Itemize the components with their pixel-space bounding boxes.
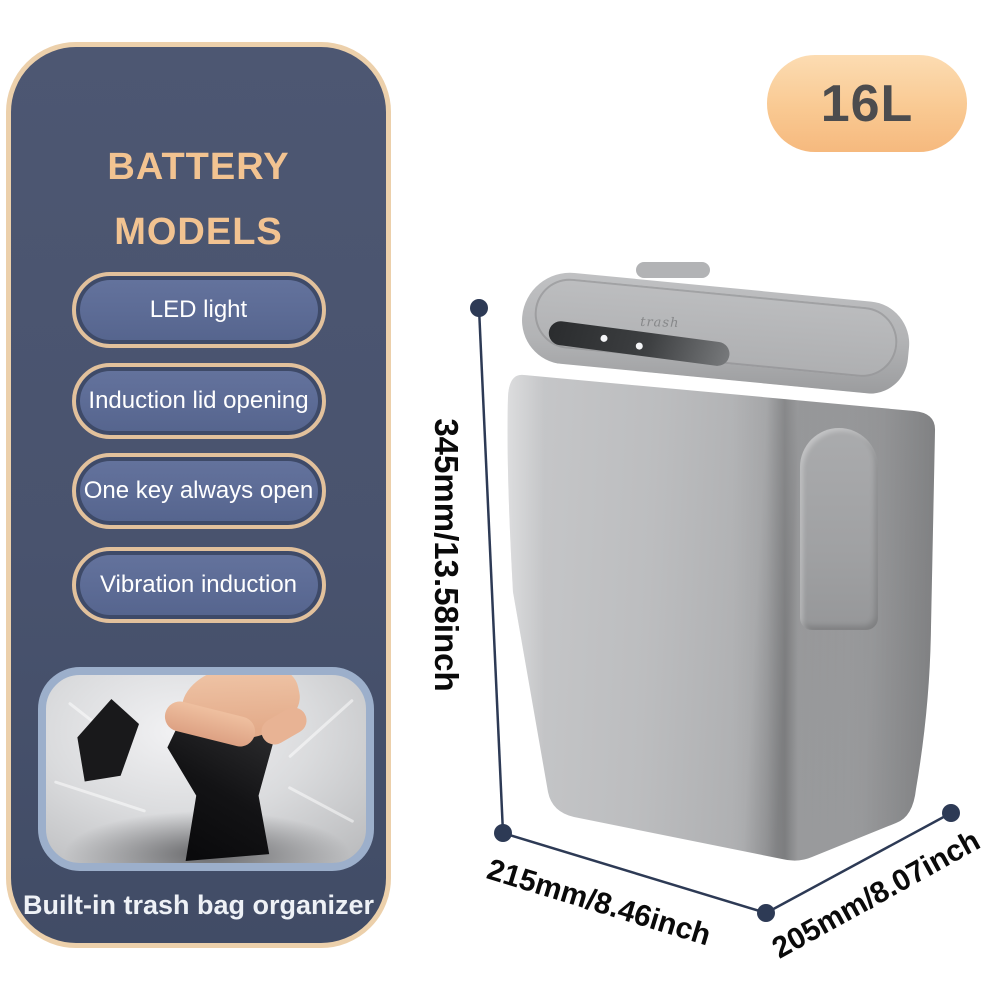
feature-pill-label: LED light — [149, 296, 248, 323]
width-dimension-label: 215mm/8.46inch — [483, 852, 715, 953]
height-dimension-line — [477, 307, 505, 834]
photo-highlight-streak — [53, 780, 147, 813]
panel-title-line2: MODELS — [114, 211, 283, 253]
lid-hinge — [636, 262, 710, 278]
motion-sensor — [547, 319, 731, 368]
panel-title: BATTERY MODELS — [11, 135, 386, 265]
feature-pill-led-light: LED light — [71, 272, 326, 348]
photo-caption: Built-in trash bag organizer — [22, 890, 375, 920]
battery-models-panel: BATTERY MODELS LED light Induction lid o… — [6, 42, 391, 948]
lid-flap — [531, 275, 901, 381]
capacity-badge: 16L — [767, 55, 967, 152]
side-recess-handle — [800, 428, 878, 630]
feature-pill-one-key: One key always open — [71, 453, 326, 529]
photo-highlight-streak — [287, 785, 355, 824]
feature-pill-label: One key always open — [83, 477, 314, 504]
dimension-endpoint-dot — [494, 824, 512, 842]
sensor-led-icon — [635, 342, 644, 351]
dimension-endpoint-dot — [470, 299, 488, 317]
lid-body-separator — [499, 358, 959, 418]
lid-brand-logo: trash — [640, 314, 680, 331]
dimension-endpoint-dot — [942, 804, 960, 822]
trash-can-lid: trash — [518, 268, 914, 398]
feature-pill-label: Vibration induction — [99, 571, 298, 598]
body-shading — [500, 365, 945, 865]
panel-title-line1: BATTERY — [107, 146, 290, 188]
feature-pill-induction-lid: Induction lid opening — [71, 363, 326, 439]
feature-pill-label: Induction lid opening — [88, 387, 309, 414]
trash-can-body — [500, 365, 945, 865]
depth-dimension-label: 205mm/8.07inch — [766, 824, 986, 966]
feature-pill-vibration: Vibration induction — [71, 547, 326, 623]
dimension-endpoint-dot — [757, 904, 775, 922]
hand-photo — [161, 675, 316, 757]
sensor-led-icon — [600, 334, 608, 343]
trash-bag-organizer-photo — [38, 667, 374, 871]
height-dimension-label: 345mm/13.58inch — [428, 418, 465, 692]
